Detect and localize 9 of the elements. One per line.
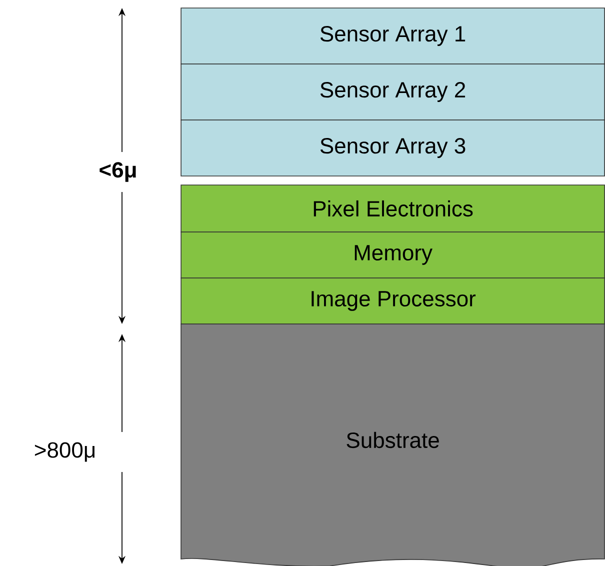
dimension-label: <6μ (100, 162, 136, 182)
layer-box: Memory (180, 232, 605, 278)
layer-box: Sensor Array 3 (180, 120, 605, 176)
substrate-block: Substrate (180, 324, 605, 566)
layer-box: Pixel Electronics (180, 184, 605, 232)
dimension-label: >800μ (34, 442, 94, 462)
layer-box: Image Processor (180, 278, 605, 324)
layer-box: Sensor Array 2 (180, 64, 605, 120)
layer-box: Sensor Array 1 (180, 8, 605, 64)
